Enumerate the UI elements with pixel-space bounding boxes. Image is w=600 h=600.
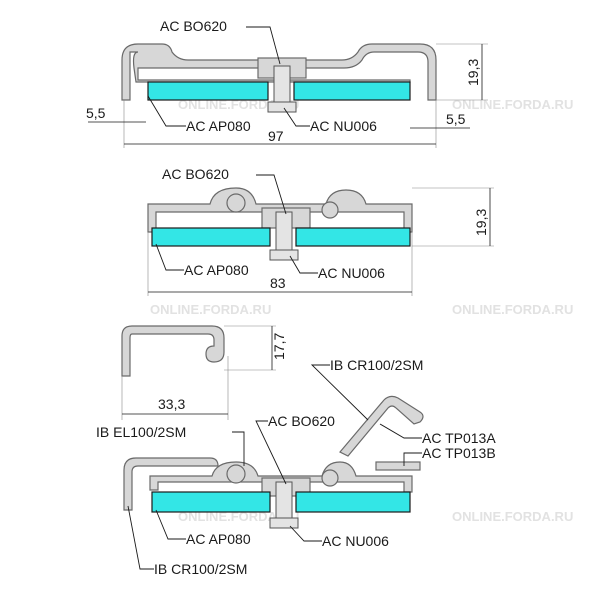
assembly-tp013b [375,461,421,471]
assembly-left-cap [123,457,219,511]
watermark-5: ONLINE.FORDA.RU [178,509,299,524]
section-1-label-gasket: AC AP080 [186,118,251,134]
section-1-label-top: AC BO620 [160,18,227,34]
assembly-lobe-left [226,464,246,484]
section-1-dim-right: 5,5 [446,111,466,127]
section-2-dim-width: 83 [270,275,286,291]
section-1-dim-height: 19,3 [465,59,481,86]
section-1-label-nut: AC NU006 [310,118,377,134]
section-3-dim-width: 33,3 [158,396,185,412]
assembly-profile [149,461,413,493]
section-1-dim-width: 97 [268,128,284,144]
section-2-glass-left [151,227,271,247]
section-2-dim-height: 19,3 [473,209,489,236]
section-2-label-nut: AC NU006 [318,265,385,281]
small-profile-shape [121,325,225,377]
section-3-label-tpa: AC TP013A [422,430,496,446]
section-2-nut [269,249,299,261]
section-1-glass-left [147,81,269,101]
section-2-label-gasket: AC AP080 [184,262,249,278]
watermark-4: ONLINE.FORDA.RU [452,302,573,317]
section-3-label-cr-bottom: IB CR100/2SM [154,561,247,577]
assembly-glass-left [151,491,271,513]
section-3-dim-height: 17,7 [271,333,287,360]
section-3-label-cr-top: IB CR100/2SM [330,357,423,373]
assembly-nut [269,517,299,529]
watermark-2: ONLINE.FORDA.RU [452,97,573,112]
section-1-drawing [121,43,488,148]
section-3-label-bo: AC BO620 [268,413,335,429]
watermark-6: ONLINE.FORDA.RU [452,509,573,524]
section-1-glass-right [293,81,411,101]
section-2-lobe-left [226,193,246,213]
section-1-nut [267,101,297,113]
section-3-small-profile [121,325,276,420]
watermark-3: ONLINE.FORDA.RU [150,302,271,317]
section-3-assembly [123,395,424,529]
section-3-label-gasket: AC AP080 [186,531,251,547]
section-3-label-tpb: AC TP013B [422,445,496,461]
section-3-label-el: IB EL100/2SM [96,424,186,440]
assembly-right-cap [339,395,424,457]
section-2-lobe-right [321,201,339,219]
assembly-glass-right [295,491,411,513]
section-2-drawing [147,187,494,296]
section-2-label-top: AC BO620 [162,166,229,182]
section-3-label-nut: AC NU006 [322,533,389,549]
section-1-dim-left: 5,5 [86,105,106,121]
section-2-glass-right [295,227,411,247]
assembly-lobe-right [321,469,339,487]
